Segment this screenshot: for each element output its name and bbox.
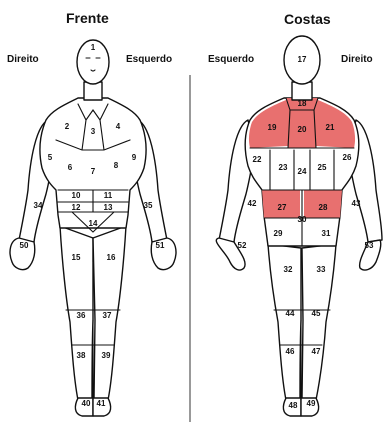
region-label-32: 32 bbox=[284, 265, 293, 274]
region-label-22: 22 bbox=[253, 155, 262, 164]
region-label-49: 49 bbox=[307, 399, 316, 408]
region-label-19: 19 bbox=[268, 123, 277, 132]
region-label-1: 1 bbox=[91, 43, 96, 52]
region-label-25: 25 bbox=[318, 163, 327, 172]
region-label-36: 36 bbox=[77, 311, 86, 320]
region-label-40: 40 bbox=[82, 399, 91, 408]
region-label-17: 17 bbox=[298, 55, 307, 64]
region-label-12: 12 bbox=[72, 203, 81, 212]
region-label-4: 4 bbox=[116, 122, 121, 131]
region-label-42: 42 bbox=[248, 199, 257, 208]
region-label-11: 11 bbox=[104, 191, 113, 200]
region-label-39: 39 bbox=[102, 351, 111, 360]
region-label-45: 45 bbox=[312, 309, 321, 318]
region-label-21: 21 bbox=[326, 123, 335, 132]
region-label-52: 52 bbox=[238, 241, 247, 250]
region-label-13: 13 bbox=[104, 203, 113, 212]
region-label-30: 30 bbox=[298, 215, 307, 224]
region-label-2: 2 bbox=[65, 122, 70, 131]
region-label-48: 48 bbox=[289, 401, 298, 410]
region-label-3: 3 bbox=[91, 127, 96, 136]
region-label-46: 46 bbox=[286, 347, 295, 356]
back-right-side-label: Direito bbox=[341, 54, 373, 65]
region-label-14: 14 bbox=[89, 219, 98, 228]
region-label-26: 26 bbox=[343, 153, 352, 162]
region-label-16: 16 bbox=[107, 253, 116, 262]
region-label-9: 9 bbox=[132, 153, 137, 162]
region-label-15: 15 bbox=[72, 253, 81, 262]
region-label-35: 35 bbox=[144, 201, 153, 210]
back-view-title: Costas bbox=[284, 11, 331, 27]
region-label-47: 47 bbox=[312, 347, 321, 356]
region-label-5: 5 bbox=[48, 153, 53, 162]
region-label-34: 34 bbox=[34, 201, 43, 210]
region-label-41: 41 bbox=[97, 399, 106, 408]
region-label-24: 24 bbox=[298, 167, 307, 176]
region-label-29: 29 bbox=[274, 229, 283, 238]
region-label-44: 44 bbox=[286, 309, 295, 318]
back-figure bbox=[216, 36, 382, 416]
region-label-31: 31 bbox=[322, 229, 331, 238]
region-label-43: 43 bbox=[352, 199, 361, 208]
front-right-side-label: Esquerdo bbox=[126, 54, 172, 65]
region-label-27: 27 bbox=[278, 203, 287, 212]
region-label-7: 7 bbox=[91, 167, 96, 176]
front-left-side-label: Direito bbox=[7, 54, 39, 65]
region-label-51: 51 bbox=[156, 241, 165, 250]
back-left-side-label: Esquerdo bbox=[208, 54, 254, 65]
region-label-33: 33 bbox=[317, 265, 326, 274]
region-label-23: 23 bbox=[279, 163, 288, 172]
region-label-50: 50 bbox=[20, 241, 29, 250]
front-view-title: Frente bbox=[66, 10, 109, 26]
region-label-53: 53 bbox=[365, 241, 374, 250]
region-label-37: 37 bbox=[103, 311, 112, 320]
region-label-10: 10 bbox=[72, 191, 81, 200]
region-label-38: 38 bbox=[77, 351, 86, 360]
region-label-8: 8 bbox=[114, 161, 119, 170]
region-label-20: 20 bbox=[298, 125, 307, 134]
region-label-18: 18 bbox=[298, 99, 307, 108]
region-label-6: 6 bbox=[68, 163, 73, 172]
region-label-28: 28 bbox=[319, 203, 328, 212]
